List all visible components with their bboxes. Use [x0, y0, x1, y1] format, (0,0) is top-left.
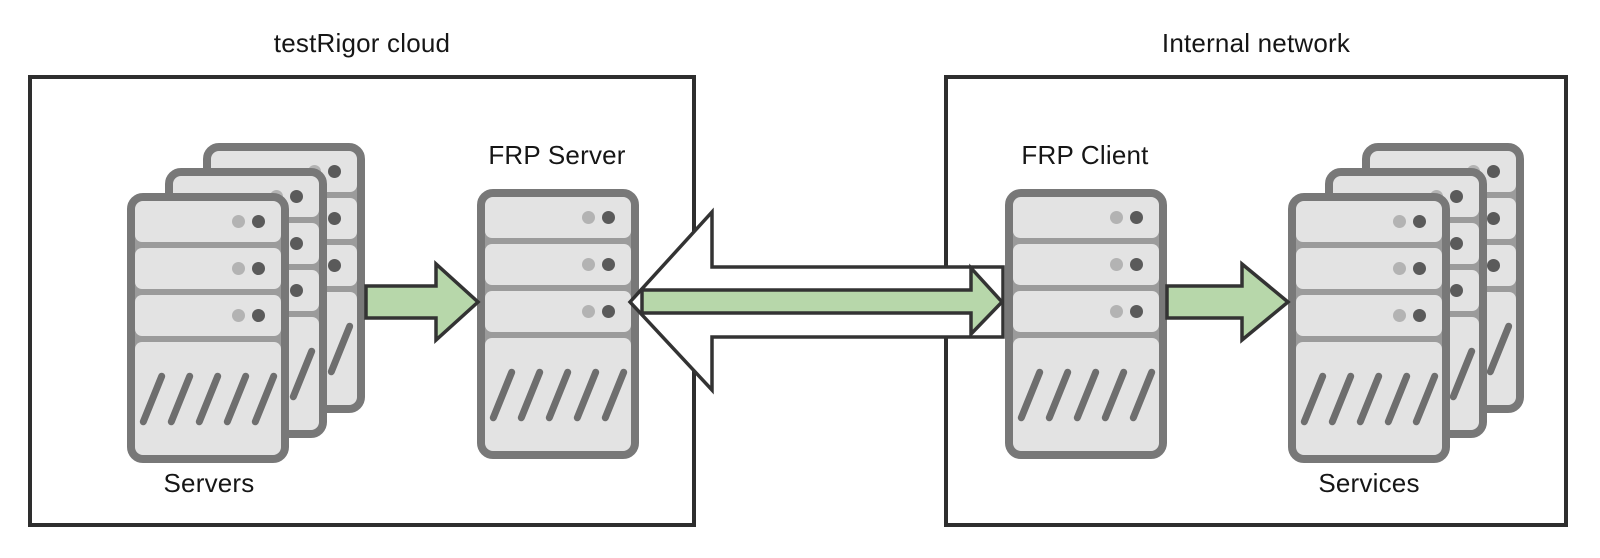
- server-vent-panel: [1296, 342, 1442, 455]
- status-led-icon: [1487, 259, 1500, 272]
- status-led-icon: [290, 190, 303, 203]
- frp-server-icon: [477, 189, 639, 459]
- status-led-icon: [1487, 165, 1500, 178]
- status-led-dim-icon: [1110, 211, 1123, 224]
- left-box-title: testRigor cloud: [273, 28, 451, 58]
- vent-slash-icon: [1355, 371, 1383, 426]
- vent-slash-icon: [572, 367, 600, 422]
- vent-slash-icon: [1072, 367, 1100, 422]
- frp-client-label: FRP Client: [1021, 140, 1149, 170]
- vent-slash-icon: [326, 321, 354, 376]
- servers-stack-front-icon: [127, 193, 289, 463]
- status-led-icon: [252, 215, 265, 228]
- status-led-dim-icon: [1393, 215, 1406, 228]
- status-led-dim-icon: [582, 258, 595, 271]
- server-slab: [485, 244, 631, 285]
- vent-slash-icon: [1383, 371, 1411, 426]
- server-vent-panel: [485, 338, 631, 451]
- status-led-icon: [1130, 258, 1143, 271]
- status-led-dim-icon: [582, 211, 595, 224]
- vent-slash-icon: [1016, 367, 1044, 422]
- status-led-icon: [602, 211, 615, 224]
- status-led-icon: [1130, 211, 1143, 224]
- vent-slash-icon: [1128, 367, 1156, 422]
- vent-slash-icon: [138, 371, 166, 426]
- status-led-icon: [290, 237, 303, 250]
- server-slab: [135, 295, 281, 336]
- status-led-icon: [1450, 190, 1463, 203]
- right-box-title: Internal network: [1161, 28, 1351, 58]
- status-led-dim-icon: [1110, 305, 1123, 318]
- vent-slash-icon: [194, 371, 222, 426]
- status-led-icon: [1450, 284, 1463, 297]
- server-slab: [1296, 201, 1442, 242]
- vent-slash-icon: [166, 371, 194, 426]
- vent-slash-icon: [488, 367, 516, 422]
- server-slab: [1296, 248, 1442, 289]
- servers-label: Servers: [163, 468, 255, 498]
- vent-slash-icon: [544, 367, 572, 422]
- status-led-dim-icon: [1393, 309, 1406, 322]
- vent-slash-icon: [1411, 371, 1439, 426]
- status-led-icon: [1487, 212, 1500, 225]
- status-led-dim-icon: [582, 305, 595, 318]
- services-stack-front-icon: [1288, 193, 1450, 463]
- services-label: Services: [1318, 468, 1420, 498]
- server-slab: [485, 197, 631, 238]
- status-led-icon: [602, 305, 615, 318]
- status-led-icon: [1450, 237, 1463, 250]
- vent-slash-icon: [1044, 367, 1072, 422]
- status-led-icon: [1413, 309, 1426, 322]
- status-led-icon: [252, 309, 265, 322]
- vent-slash-icon: [288, 346, 316, 401]
- vent-slash-icon: [1299, 371, 1327, 426]
- vent-slash-icon: [600, 367, 628, 422]
- vent-slash-icon: [516, 367, 544, 422]
- status-led-dim-icon: [1393, 262, 1406, 275]
- server-slab: [1013, 291, 1159, 332]
- vent-slash-icon: [1485, 321, 1513, 376]
- server-slab: [1013, 197, 1159, 238]
- status-led-dim-icon: [232, 309, 245, 322]
- vent-slash-icon: [1327, 371, 1355, 426]
- server-slab: [135, 201, 281, 242]
- server-slab: [135, 248, 281, 289]
- status-led-icon: [290, 284, 303, 297]
- status-led-icon: [328, 259, 341, 272]
- status-led-icon: [1413, 262, 1426, 275]
- vent-slash-icon: [250, 371, 278, 426]
- frp-server-label: FRP Server: [488, 140, 626, 170]
- status-led-dim-icon: [232, 215, 245, 228]
- status-led-dim-icon: [232, 262, 245, 275]
- server-vent-panel: [1013, 338, 1159, 451]
- server-vent-panel: [135, 342, 281, 455]
- status-led-icon: [602, 258, 615, 271]
- server-slab: [1296, 295, 1442, 336]
- status-led-icon: [1413, 215, 1426, 228]
- status-led-dim-icon: [1110, 258, 1123, 271]
- server-slab: [485, 291, 631, 332]
- vent-slash-icon: [1100, 367, 1128, 422]
- status-led-icon: [328, 165, 341, 178]
- frp-client-icon: [1005, 189, 1167, 459]
- status-led-icon: [328, 212, 341, 225]
- status-led-icon: [1130, 305, 1143, 318]
- server-slab: [1013, 244, 1159, 285]
- vent-slash-icon: [1448, 346, 1476, 401]
- vent-slash-icon: [222, 371, 250, 426]
- status-led-icon: [252, 262, 265, 275]
